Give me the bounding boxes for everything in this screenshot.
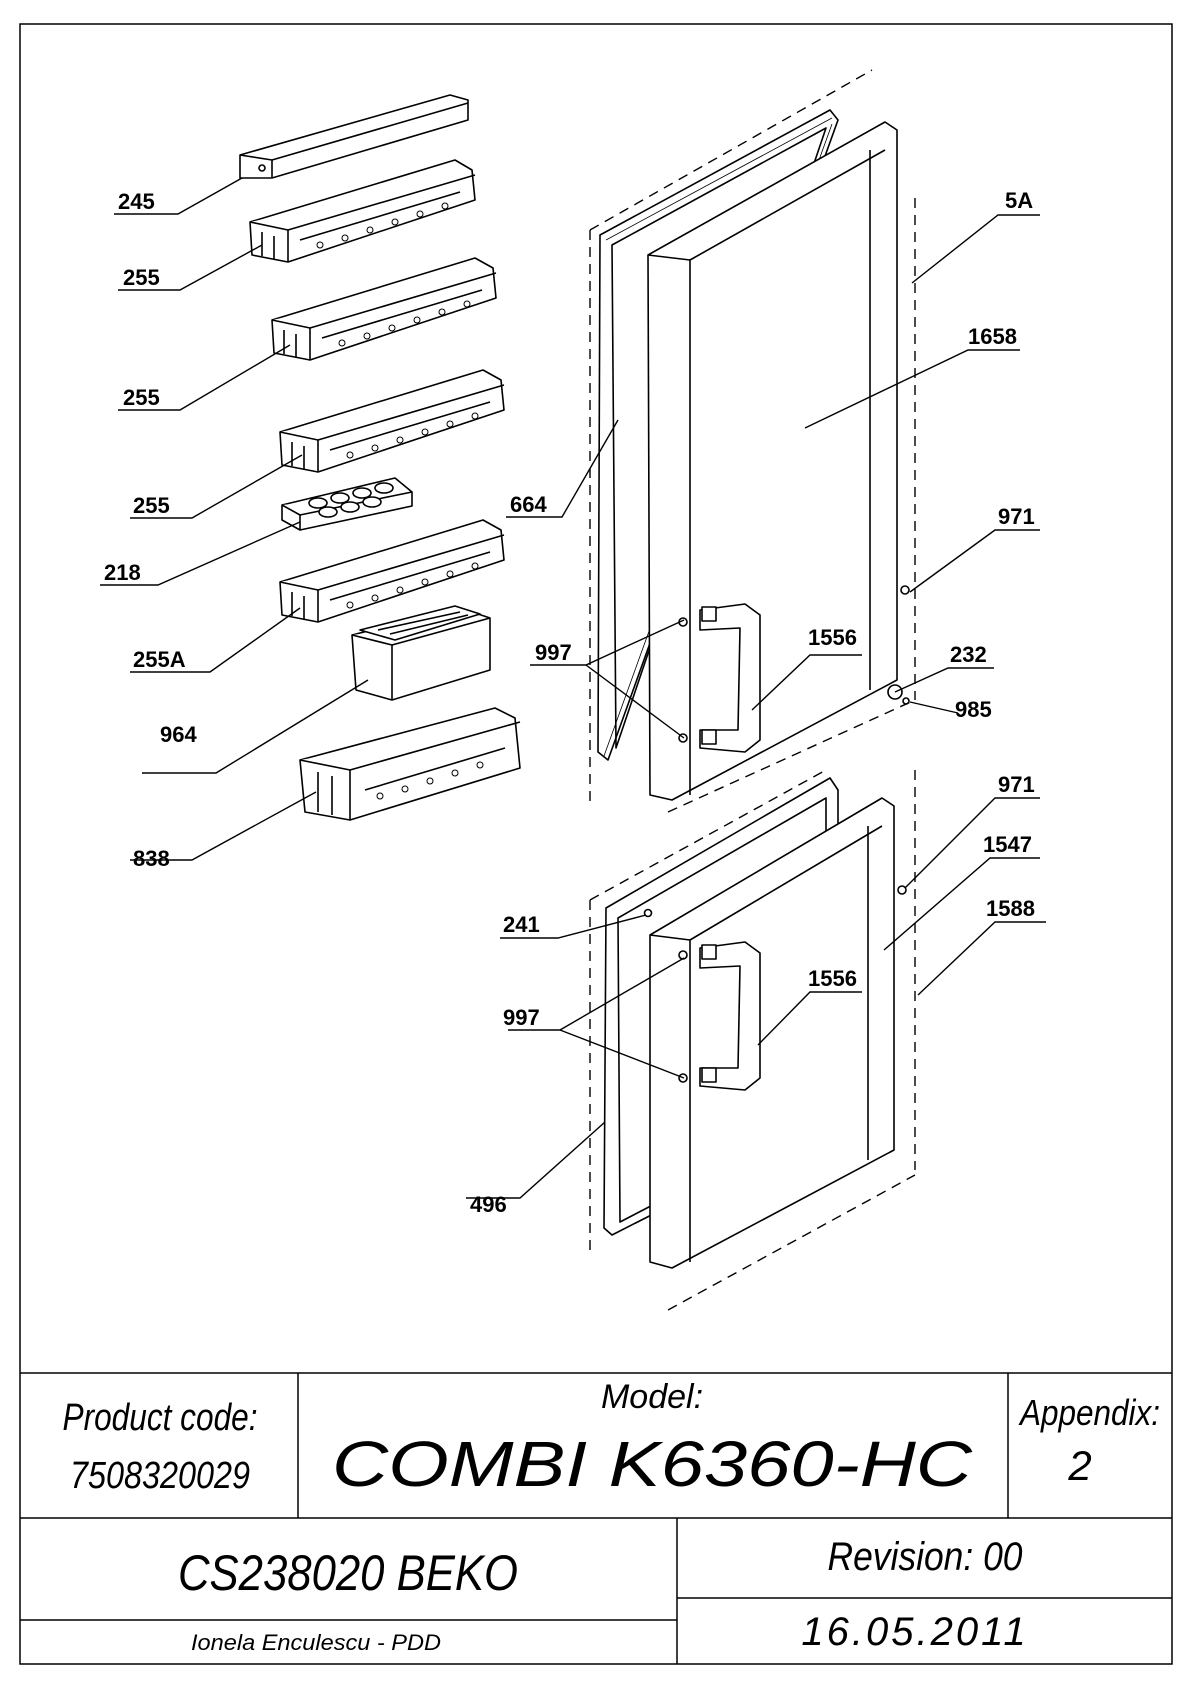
- product-code-label: Product code:: [63, 1397, 258, 1439]
- part-1556-handle-upper: [699, 603, 761, 753]
- part-255-shelf-2: [271, 257, 497, 361]
- shelf-perforations: [316, 202, 484, 800]
- callout-1547: 1547: [983, 832, 1032, 857]
- document-code: CS238020 BEKO: [178, 1545, 518, 1601]
- callout-255: 255: [123, 265, 160, 290]
- callout-496: 496: [470, 1192, 507, 1217]
- appendix-number: 2: [1067, 1442, 1091, 1489]
- callout-255A: 255A: [133, 647, 186, 672]
- callout-232: 232: [950, 642, 987, 667]
- part-1547-door: [649, 797, 895, 1269]
- issue-date: 16.05.2011: [801, 1610, 1028, 1654]
- callout-1556: 1556: [808, 966, 857, 991]
- callout-245: 245: [118, 189, 155, 214]
- callout-838: 838: [133, 846, 170, 871]
- title-block: [20, 1372, 1172, 1664]
- callout-985: 985: [955, 697, 992, 722]
- callout-241: 241: [503, 912, 540, 937]
- part-241-pin: [643, 908, 653, 918]
- upper-door-assembly: [597, 109, 910, 801]
- part-838-bottle-shelf: [299, 707, 521, 821]
- part-1658-door: [647, 121, 898, 801]
- door-shelves: [239, 94, 521, 821]
- author: Ionela Enculescu - PDD: [191, 1630, 441, 1655]
- construction-lines: [589, 69, 916, 1311]
- callout-971: 971: [998, 772, 1035, 797]
- appendix-label: Appendix:: [1018, 1392, 1160, 1433]
- callout-997: 997: [503, 1005, 540, 1030]
- callout-1658: 1658: [968, 324, 1017, 349]
- part-255-shelf-1: [249, 159, 476, 263]
- part-964-box: [351, 605, 491, 701]
- callout-1556: 1556: [808, 625, 857, 650]
- lower-door-assembly: [603, 777, 907, 1269]
- callout-997: 997: [535, 640, 572, 665]
- drawing-frame: [19, 23, 1173, 1665]
- part-971-plug-upper: [900, 585, 910, 595]
- model-label: Model:: [601, 1378, 703, 1416]
- part-1556-handle-lower: [699, 941, 761, 1091]
- callout-255: 255: [133, 493, 170, 518]
- product-code: 7508320029: [70, 1455, 250, 1497]
- callout-labels: 245 255 255 255 218 255A 964 838 664 997…: [104, 188, 1035, 1217]
- leader-lines: [100, 177, 1046, 1199]
- callout-1588: 1588: [986, 896, 1035, 921]
- part-255-shelf-3: [279, 369, 505, 473]
- part-218-egg-tray: [281, 477, 413, 531]
- revision: Revision: 00: [828, 1535, 1023, 1579]
- callout-971: 971: [998, 504, 1035, 529]
- callout-255: 255: [123, 385, 160, 410]
- callout-5A: 5A: [1005, 188, 1033, 213]
- model-name: COMBI K6360-HC: [332, 1428, 973, 1500]
- part-971-plug-lower: [897, 885, 907, 895]
- title-block-text: Product code: 7508320029 Model: COMBI K6…: [63, 1378, 1161, 1655]
- callout-664: 664: [510, 492, 547, 517]
- callout-964: 964: [160, 722, 197, 747]
- callout-218: 218: [104, 560, 141, 585]
- part-245-rail: [239, 94, 469, 179]
- part-255A-shelf: [279, 519, 505, 623]
